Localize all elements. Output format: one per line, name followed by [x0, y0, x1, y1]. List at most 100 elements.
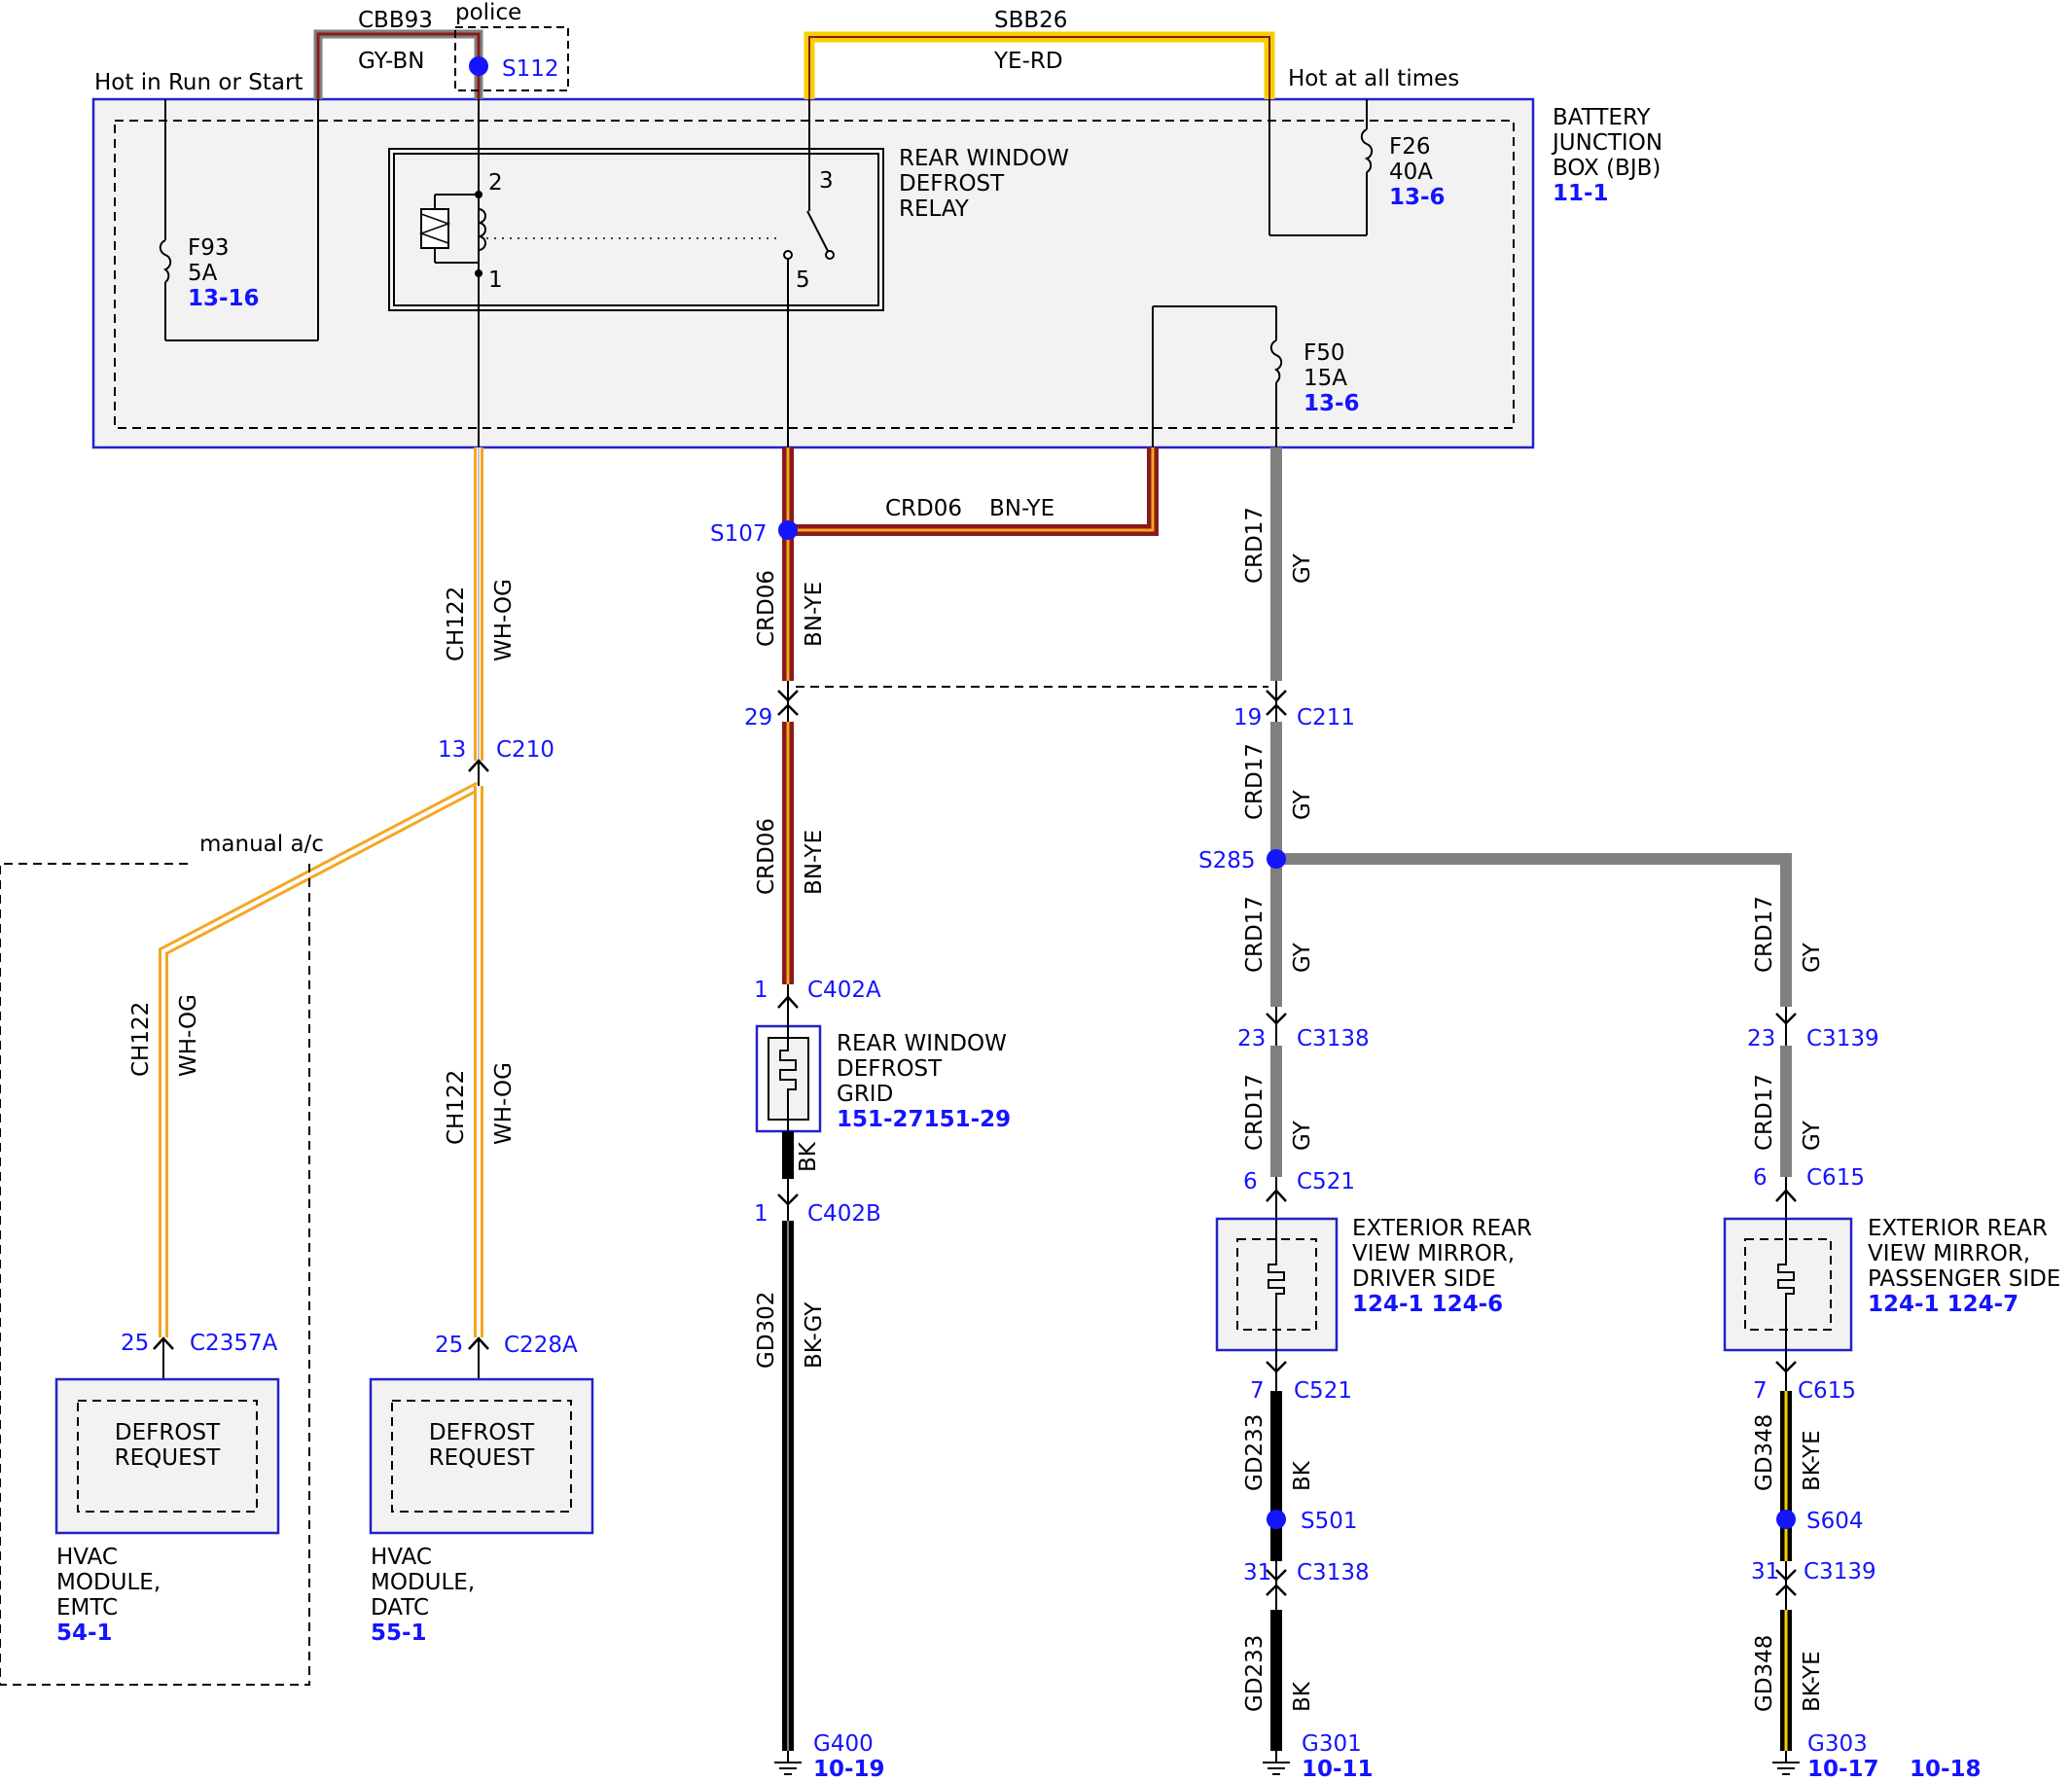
wire-label-sbb26: SBB26	[994, 8, 1067, 33]
hvac-datc-inner-1: DEFROST	[429, 1420, 535, 1445]
wire-label-crd06-h: CRD06	[885, 496, 962, 521]
splice-s112	[469, 56, 488, 76]
wire-label-bk-gy: BK-GY	[802, 1301, 827, 1369]
hot-all-times-label: Hot at all times	[1288, 66, 1459, 91]
wire-label-crd17-5: CRD17	[1242, 1074, 1268, 1151]
mirror-driver-label-2: VIEW MIRROR,	[1352, 1241, 1515, 1266]
connector-c3139-23	[1775, 1007, 1797, 1046]
hvac-datc-label-2: MODULE,	[371, 1570, 475, 1595]
splice-s107	[778, 520, 798, 540]
wire-ch122	[159, 447, 483, 1337]
wire-label-crd17-4: CRD17	[1752, 896, 1777, 973]
connector-c402a	[777, 995, 799, 1009]
c615-6-name: C615	[1806, 1165, 1865, 1191]
hvac-emtc-label-3: EMTC	[56, 1595, 118, 1621]
wire-label-crd17-3: CRD17	[1242, 896, 1268, 973]
relay-label-2: DEFROST	[899, 171, 1005, 196]
wire-label-gd233-2: GD233	[1242, 1635, 1268, 1712]
bjb-label-3: BOX (BJB)	[1553, 156, 1661, 181]
mirror-pass-ref: 124-1 124-7	[1868, 1292, 2018, 1317]
wire-label-crd17-6: CRD17	[1752, 1074, 1777, 1151]
connector-c3138-23	[1266, 1007, 1287, 1046]
wire-label-gy-3: GY	[1290, 942, 1315, 973]
c3139-31-name: C3139	[1804, 1559, 1876, 1585]
mirror-passenger-side	[1723, 1217, 1853, 1352]
c521-7-pin: 7	[1250, 1378, 1265, 1404]
connector-c2357a	[153, 1336, 174, 1350]
mirror-pass-label-3: PASSENGER SIDE	[1868, 1266, 2060, 1292]
c211-pin: 19	[1233, 705, 1262, 730]
relay-label-3: RELAY	[899, 196, 970, 222]
splice-label-s604: S604	[1806, 1509, 1864, 1534]
relay-pin-1: 1	[488, 267, 503, 293]
hvac-datc-module	[369, 1377, 594, 1535]
wire-label-gd348-2: GD348	[1752, 1635, 1777, 1712]
c402b-pin: 1	[754, 1201, 768, 1227]
c521-6-name: C521	[1297, 1169, 1355, 1194]
battery-junction-box	[91, 97, 1535, 449]
wire-label-ch122-emtc: CH122	[128, 1002, 154, 1077]
splice-s501	[1267, 1510, 1286, 1529]
wire-label-gy-1: GY	[1290, 552, 1315, 584]
wire-label-bk-ye-2: BK-YE	[1800, 1651, 1825, 1712]
c2357a-pin: 25	[121, 1331, 149, 1356]
c228a-pin: 25	[435, 1333, 463, 1358]
fuse-f50-name: F50	[1304, 340, 1345, 366]
grid-label-1: REAR WINDOW	[837, 1031, 1007, 1056]
fuse-f93-ref: 13-16	[188, 286, 260, 311]
wire-label-gd233-1: GD233	[1242, 1414, 1268, 1491]
fuse-f50-rating: 15A	[1304, 366, 1347, 391]
c615-7-name: C615	[1798, 1378, 1856, 1404]
wire-label-bk-2: BK	[1290, 1681, 1315, 1712]
c210-name: C210	[496, 737, 554, 763]
grid-label-2: DEFROST	[837, 1056, 943, 1082]
wire-crd17	[1270, 447, 1792, 1177]
wire-label-ch122-upper: CH122	[444, 587, 469, 661]
wire-sbb26	[804, 31, 1368, 236]
g400-name: G400	[813, 1731, 874, 1757]
fuse-f26-ref: 13-6	[1389, 185, 1446, 210]
connector-c615-6	[1775, 1189, 1797, 1202]
c2357a-name: C2357A	[190, 1331, 278, 1356]
wire-label-gy-bn: GY-BN	[358, 49, 424, 74]
connector-c615-7	[1775, 1361, 1797, 1373]
splice-label-s112: S112	[502, 56, 559, 82]
wire-label-bk-ye-1: BK-YE	[1800, 1430, 1825, 1491]
hvac-datc-label-3: DATC	[371, 1595, 429, 1621]
wire-label-gy-4: GY	[1800, 942, 1825, 973]
c402a-name: C402A	[807, 978, 881, 1003]
rear-window-defrost-grid	[755, 1024, 822, 1133]
connector-c211	[777, 681, 1287, 722]
connector-c3138-31	[1266, 1569, 1287, 1582]
grid-ref: 151-27151-29	[837, 1107, 1011, 1132]
relay-label-1: REAR WINDOW	[899, 146, 1069, 171]
splice-s604	[1776, 1510, 1796, 1529]
g301-ref: 10-11	[1302, 1757, 1374, 1781]
hvac-emtc-ref: 54-1	[56, 1621, 113, 1646]
c521-6-pin: 6	[1243, 1169, 1258, 1194]
hvac-emtc-label-2: MODULE,	[56, 1570, 161, 1595]
wire-label-ye-rd: YE-RD	[993, 49, 1063, 74]
wire-label-bk-1: BK	[1290, 1460, 1315, 1491]
ground-g301	[1263, 1751, 1290, 1775]
wire-label-wh-og-emtc: WH-OG	[176, 994, 201, 1077]
police-option-box	[454, 26, 569, 91]
fuse-f93-rating: 5A	[188, 261, 218, 286]
g303-name: G303	[1807, 1731, 1868, 1757]
c3138-31-pin: 31	[1243, 1560, 1271, 1585]
fuse-f93-name: F93	[188, 235, 230, 261]
connector-c402b	[777, 1193, 799, 1206]
c402b-name: C402B	[807, 1201, 881, 1227]
mirror-driver-label-3: DRIVER SIDE	[1352, 1266, 1496, 1292]
splice-s285	[1267, 849, 1286, 869]
relay-pin-2: 2	[488, 170, 503, 196]
wire-label-bk-grid: BK	[796, 1141, 821, 1172]
c3139-23-pin: 23	[1747, 1026, 1775, 1051]
connector-c521-7	[1266, 1361, 1287, 1373]
c3139-23-name: C3139	[1806, 1026, 1879, 1051]
c3138-23-name: C3138	[1297, 1026, 1370, 1051]
ground-g400	[774, 1751, 802, 1775]
wire-label-bn-ye-v2: BN-YE	[802, 830, 827, 895]
grid-label-3: GRID	[837, 1082, 893, 1107]
